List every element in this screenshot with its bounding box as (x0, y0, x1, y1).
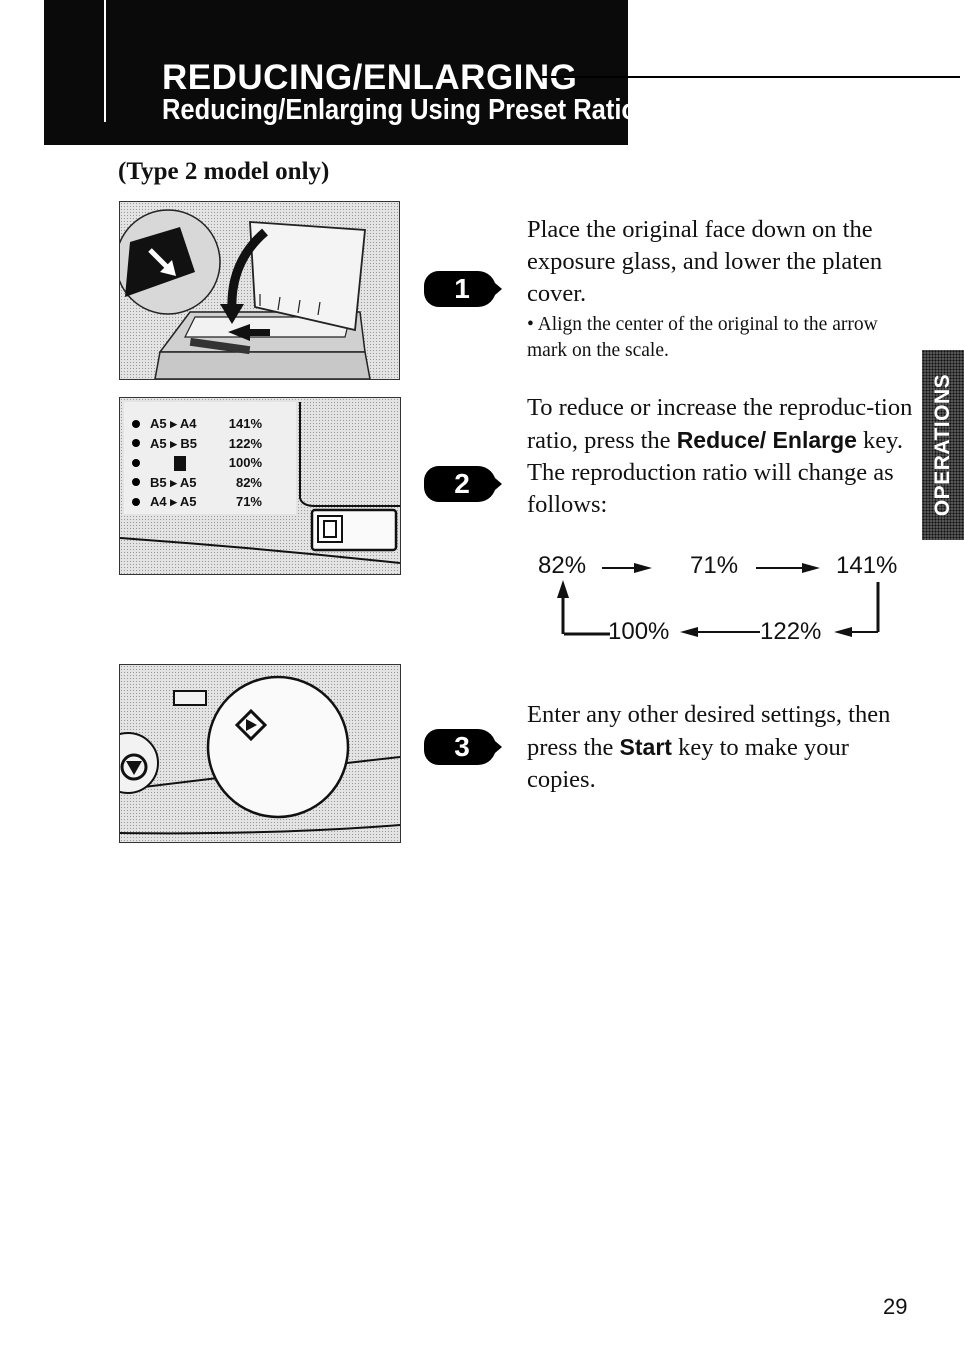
page-number: 29 (883, 1294, 908, 1319)
indicator-lamp (132, 439, 140, 448)
ratio-percent: 100% (228, 455, 262, 470)
step-number: 2 (454, 468, 470, 499)
start-diamond-icon (234, 708, 268, 742)
model-note: (Type 2 model only) (118, 158, 330, 185)
ratio-label: A4 ▸ A5 (150, 494, 197, 509)
ratio-label: A5 ▸ B5 (150, 435, 197, 451)
ratio-row: B5 ▸ A5 82% (132, 473, 262, 493)
ratio-label: A5 ▸ A4 (150, 416, 197, 431)
indicator-lamp (132, 458, 140, 467)
ratio-122: 122% (760, 618, 822, 645)
step-badge-1: 1 (424, 271, 502, 307)
ratio-row: A4 ▸ A5 71% (132, 492, 262, 512)
step-2-text: To reduce or increase the reproduc-tion … (527, 392, 922, 521)
reduce-enlarge-key-label: Reduce/ Enlarge (676, 427, 857, 453)
start-key-illustration (119, 664, 401, 843)
ratio-percent: 122% (228, 435, 262, 451)
section-header: REDUCING/ENLARGING Reducing/Enlarging Us… (44, 0, 651, 145)
start-button[interactable] (206, 675, 350, 819)
ratio-row: 100% (132, 453, 262, 473)
step-instruction-before: To reduce or increase the reproduc-tion … (527, 394, 913, 454)
ratio-82: 82% (538, 552, 587, 579)
step-instruction: Place the original face down on the expo… (527, 216, 883, 307)
ratio-percent: 71% (235, 494, 262, 509)
full-size-icon (150, 453, 222, 473)
header-divider (104, 0, 106, 122)
step-instruction-before: Enter any other desired settings, then p… (527, 701, 891, 761)
step-instruction-after: key. The reproduction ratio will change … (527, 427, 903, 518)
ratio-100: 100% (608, 618, 670, 645)
ratio-percent: 82% (235, 474, 262, 490)
ratio-label: B5 ▸ A5 (150, 474, 197, 490)
step-badge-2: 2 (424, 466, 502, 502)
step-note: • Align the center of the original to th… (527, 314, 878, 361)
step-3-text: Enter any other desired settings, then p… (527, 699, 922, 796)
step-1-text: Place the original face down on the expo… (527, 214, 922, 364)
stop-icon[interactable] (120, 732, 159, 794)
ratio-141: 141% (836, 552, 898, 579)
indicator-lamp (132, 478, 140, 487)
step-number: 1 (454, 273, 470, 304)
ratio-cycle-diagram: 82% 71% 141% 122% 100% (530, 548, 920, 658)
ratio-panel-illustration: A5 ▸ A4 141% A5 ▸ B5 122% 100% B5 ▸ A5 8… (119, 397, 401, 575)
ratio-71: 71% (690, 552, 739, 579)
section-title: REDUCING/ENLARGING (162, 58, 578, 97)
side-tab-label: OPERATIONS (931, 373, 954, 517)
ratio-indicator-list: A5 ▸ A4 141% A5 ▸ B5 122% 100% B5 ▸ A5 8… (132, 414, 262, 512)
ratio-row: A5 ▸ B5 122% (132, 434, 262, 454)
indicator-lamp (132, 419, 140, 428)
indicator-lamp (132, 497, 140, 506)
step-number: 3 (454, 731, 470, 762)
original-size-icon[interactable] (317, 515, 343, 543)
side-tab: OPERATIONS (922, 350, 964, 540)
title-rule (540, 76, 960, 78)
ratio-percent: 141% (228, 416, 262, 431)
platen-cover-illustration (119, 201, 400, 380)
section-subtitle: Reducing/Enlarging Using Preset Ratios (162, 94, 652, 126)
step-instruction-after: key to make your copies. (527, 734, 849, 793)
ratio-row: A5 ▸ A4 141% (132, 414, 262, 434)
step-badge-3: 3 (424, 729, 502, 765)
start-key-label: Start (619, 734, 672, 760)
arrow-down-right-icon (148, 248, 176, 276)
